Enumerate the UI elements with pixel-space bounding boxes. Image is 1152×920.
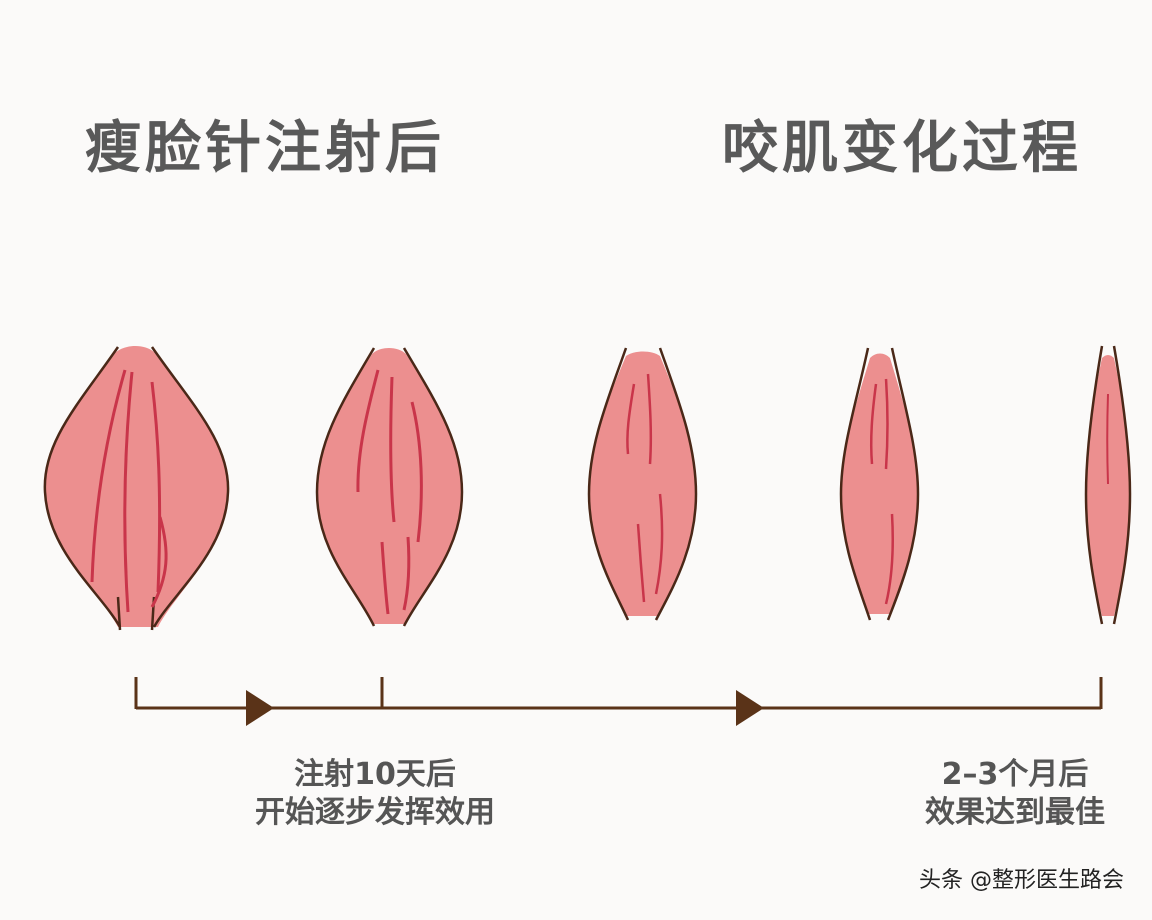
muscle-stage-4	[836, 344, 924, 626]
caption-left-line2: 开始逐步发挥效用	[255, 795, 495, 830]
timeline-arrow-1	[246, 690, 274, 726]
title-right: 咬肌变化过程	[722, 116, 1082, 181]
timeline	[0, 660, 1152, 744]
caption-left: 注射10天后 开始逐步发挥效用	[205, 756, 545, 832]
muscle-stage-5	[1082, 344, 1134, 628]
caption-left-line1: 注射10天后	[294, 757, 456, 792]
watermark: 头条 @整形医生路会	[919, 868, 1124, 893]
timeline-arrow-2	[736, 690, 764, 726]
title-left: 瘦脸针注射后	[85, 116, 445, 181]
caption-right-line2: 效果达到最佳	[925, 795, 1105, 830]
muscle-stage-3	[584, 344, 702, 628]
caption-right-line1: 2–3个月后	[941, 757, 1089, 792]
muscle-stage-2	[312, 342, 468, 632]
muscle-stage-1	[40, 342, 232, 632]
caption-right: 2–3个月后 效果达到最佳	[880, 756, 1150, 832]
